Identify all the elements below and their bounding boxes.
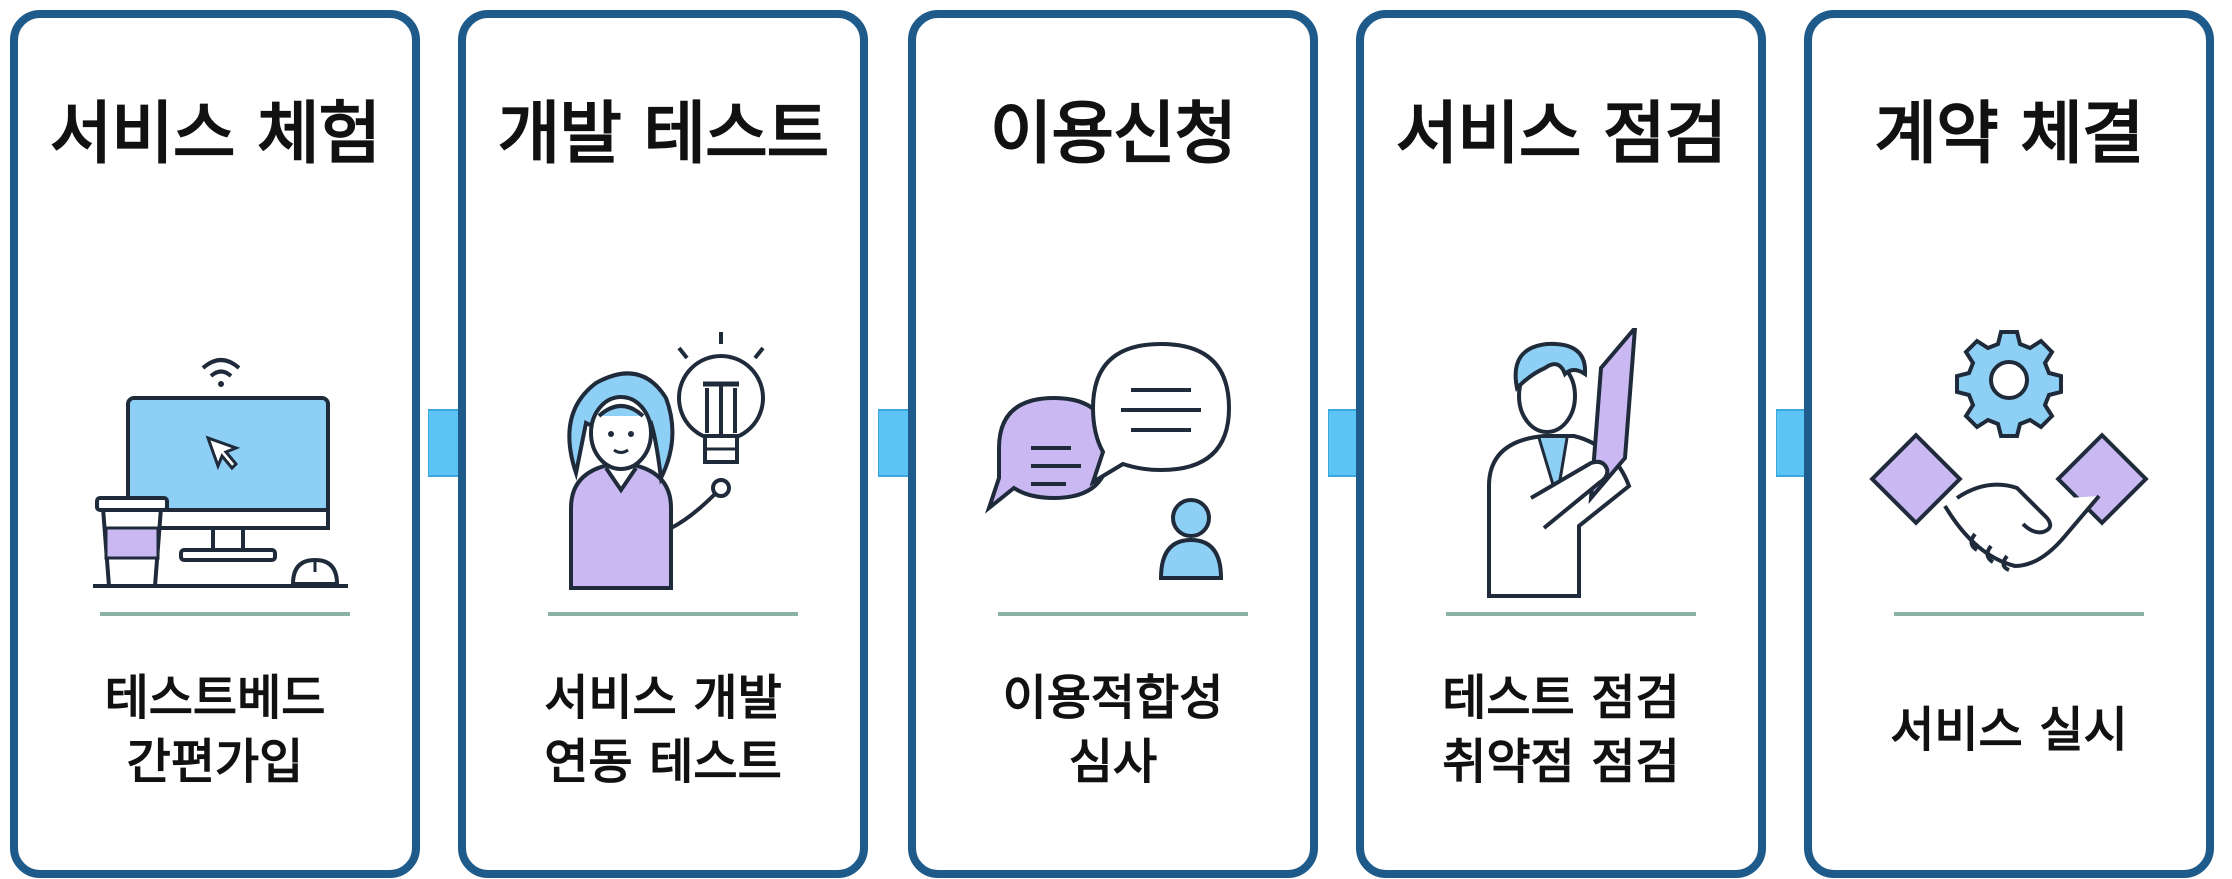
step-card-contract: 계약 체결 서비스 실시: [1804, 10, 2214, 878]
step-title: 계약 체결: [1874, 95, 2145, 174]
developer-lightbulb-icon: [567, 332, 765, 590]
step-desc-line: 테스트 점검: [1442, 670, 1680, 726]
step-description: 테스트 점검 취약점 점검: [1364, 666, 1758, 794]
step-title: 이용신청: [989, 95, 1237, 174]
step-desc-line: 이용적합성: [1002, 670, 1224, 726]
step-description: 서비스 개발 연동 테스트: [466, 666, 860, 794]
divider: [548, 612, 798, 616]
handshake-gear-icon: [1869, 330, 2149, 572]
step-desc-line: 서비스 개발: [544, 670, 782, 726]
step-desc-line: 간편가입: [126, 734, 304, 790]
step-title: 서비스 체험: [49, 95, 381, 174]
step-description: 이용적합성 심사: [916, 666, 1310, 794]
computer-icon: [93, 358, 348, 588]
step-card-application: 이용신청 이용적합성 심사: [908, 10, 1318, 878]
divider: [1446, 612, 1696, 616]
step-description: 서비스 실시: [1812, 698, 2206, 762]
divider: [100, 612, 350, 616]
step-card-service-inspection: 서비스 점검 테스트 점검 취약점 점검: [1356, 10, 1766, 878]
divider: [1894, 612, 2144, 616]
step-desc-line: 심사: [1068, 734, 1158, 790]
step-desc-line: 테스트베드: [104, 670, 326, 726]
step-title: 서비스 점검: [1395, 95, 1727, 174]
step-title: 개발 테스트: [497, 95, 829, 174]
step-desc-line: 연동 테스트: [544, 734, 782, 790]
divider: [998, 612, 1248, 616]
inspector-icon: [1487, 328, 1638, 598]
chat-bubbles-icon: [984, 341, 1232, 580]
step-card-dev-test: 개발 테스트 서비스 개발 연동 테스트: [458, 10, 868, 878]
step-desc-line: 서비스 실시: [1890, 702, 2128, 758]
step-desc-line: 취약점 점검: [1442, 734, 1680, 790]
step-card-service-trial: 서비스 체험 테스트베드 간편가입: [10, 10, 420, 878]
step-description: 테스트베드 간편가입: [18, 666, 412, 794]
